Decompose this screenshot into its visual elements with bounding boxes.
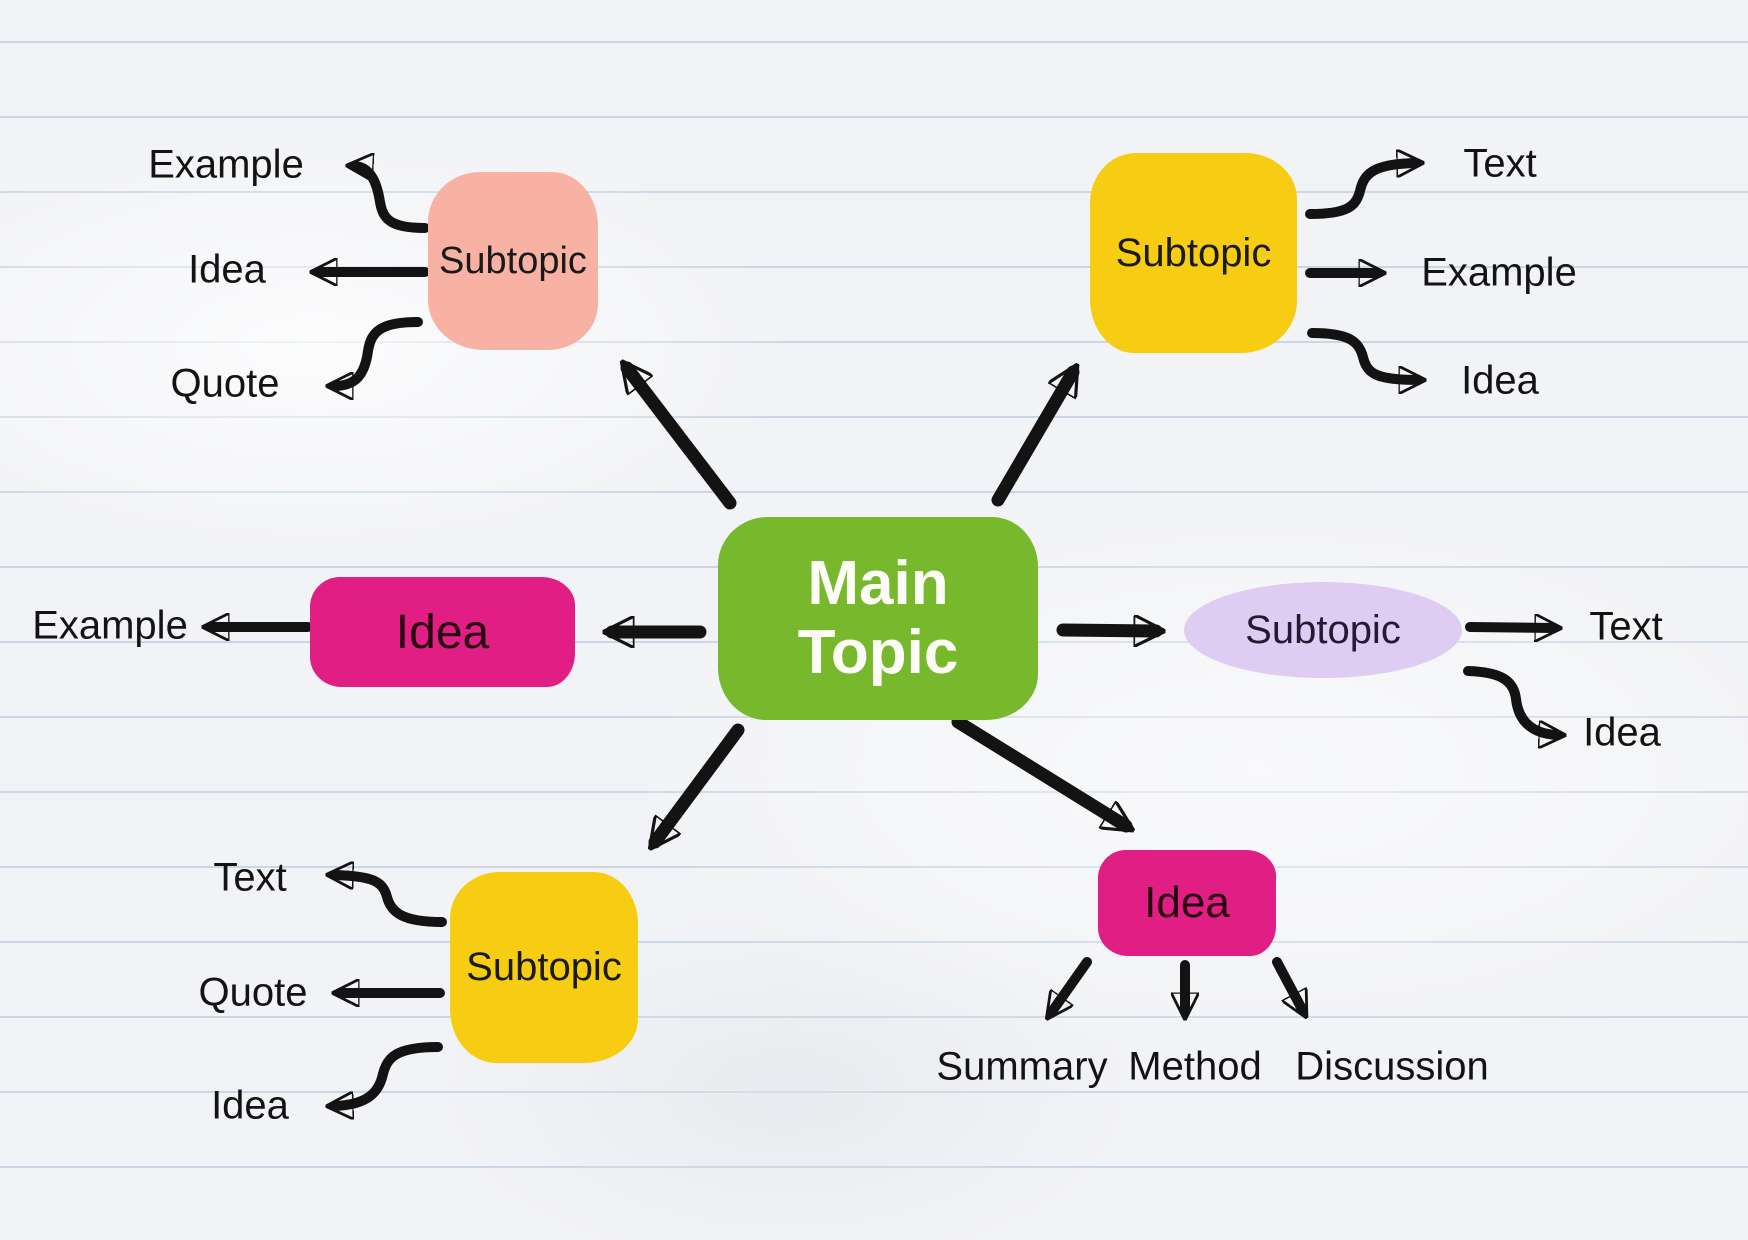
idea-bottom-right-node: Idea bbox=[1098, 850, 1276, 956]
leaf-quote-top-left: Quote bbox=[170, 361, 280, 406]
main-topic-label: Main Topic bbox=[797, 549, 959, 687]
leaf-summary-bottom-right: Summary bbox=[936, 1044, 1108, 1089]
leaf-example-top-right: Example bbox=[1421, 250, 1577, 295]
leaf-quote-bottom-left: Quote bbox=[198, 970, 308, 1015]
subtopic-right-node: Subtopic bbox=[1184, 582, 1462, 678]
idea-left-label: Idea bbox=[395, 605, 490, 659]
idea-left-node: Idea bbox=[310, 577, 575, 687]
idea-bottom-right-label: Idea bbox=[1144, 878, 1230, 927]
arrow-subtopic-top-left-to-example bbox=[354, 166, 430, 233]
arrow-main-to-subtopic-top-right bbox=[991, 372, 1073, 507]
arrow-subtopic-top-right-to-idea bbox=[1307, 328, 1418, 380]
subtopic-top-left-label: Subtopic bbox=[439, 239, 587, 282]
leaf-example-top-left: Example bbox=[148, 142, 304, 187]
arrow-subtopic-bottom-left-to-idea bbox=[334, 1042, 443, 1106]
arrow-idea-bottom-right-to-summary bbox=[1051, 957, 1092, 1013]
subtopic-bottom-left-node: Subtopic bbox=[450, 872, 638, 1063]
subtopic-right-label: Subtopic bbox=[1245, 607, 1401, 652]
arrow-subtopic-top-right-to-text bbox=[1305, 163, 1416, 219]
leaf-text-top-right: Text bbox=[1463, 141, 1537, 186]
leaf-idea-mid-right: Idea bbox=[1583, 710, 1661, 755]
arrow-subtopic-bottom-left-to-text bbox=[334, 875, 447, 927]
leaf-idea-bottom-left: Idea bbox=[211, 1083, 289, 1128]
subtopic-top-right-node: Subtopic bbox=[1090, 153, 1297, 353]
leaf-example-mid-left: Example bbox=[32, 603, 188, 648]
leaf-discussion-bottom-right: Discussion bbox=[1295, 1044, 1489, 1089]
leaf-text-mid-right: Text bbox=[1589, 604, 1663, 649]
arrow-main-to-idea-bottom-right bbox=[951, 715, 1126, 826]
arrow-main-to-subtopic-right bbox=[1056, 630, 1156, 631]
leaf-idea-top-left: Idea bbox=[188, 247, 266, 292]
arrow-subtopic-top-left-to-quote bbox=[334, 317, 423, 386]
arrow-idea-bottom-right-to-discussion bbox=[1272, 957, 1303, 1011]
leaf-method-bottom-right: Method bbox=[1128, 1044, 1262, 1089]
main-topic-node: Main Topic bbox=[718, 517, 1038, 720]
subtopic-top-left-node: Subtopic bbox=[428, 172, 598, 350]
arrow-subtopic-right-to-idea bbox=[1463, 666, 1558, 735]
leaf-text-bottom-left: Text bbox=[213, 855, 287, 900]
leaf-idea-top-right: Idea bbox=[1461, 358, 1539, 403]
subtopic-bottom-left-label: Subtopic bbox=[466, 945, 622, 989]
subtopic-top-right-label: Subtopic bbox=[1115, 230, 1272, 275]
arrow-subtopic-right-to-text bbox=[1465, 627, 1554, 628]
arrow-main-to-subtopic-top-left bbox=[627, 368, 737, 510]
arrow-main-to-subtopic-bottom-left bbox=[655, 723, 745, 842]
